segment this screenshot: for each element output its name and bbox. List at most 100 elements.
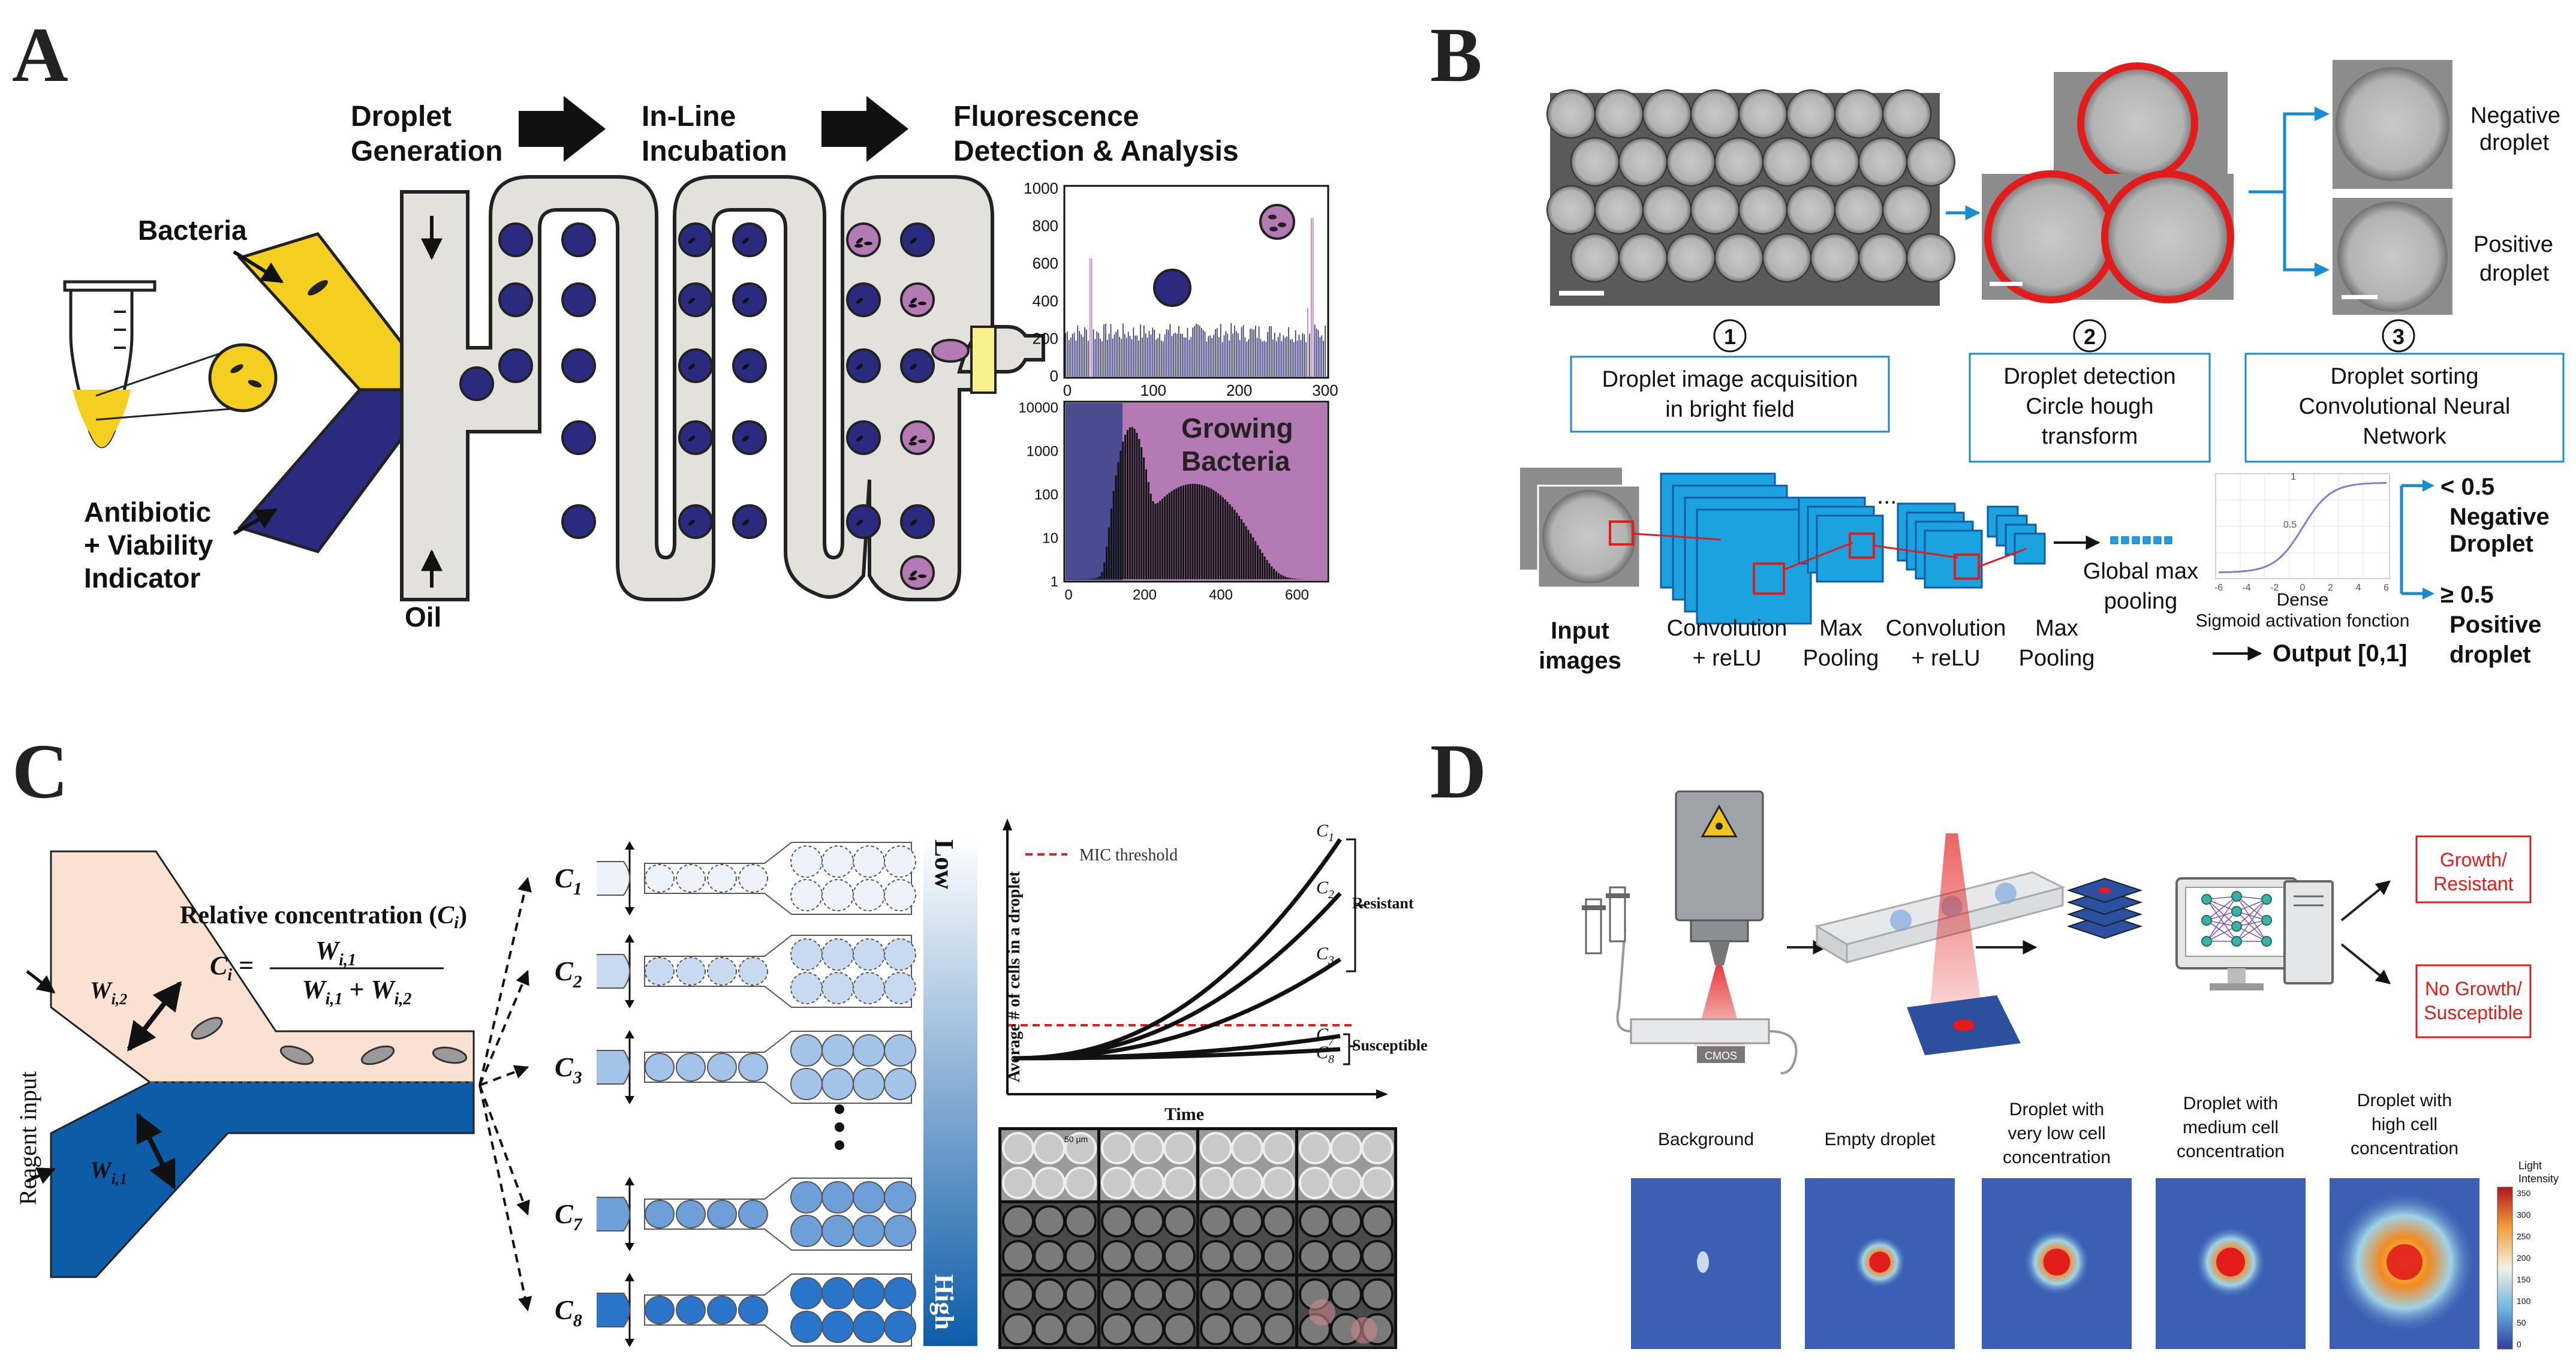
brightfield-droplet: [1738, 185, 1787, 234]
bacterium-icon: [688, 297, 696, 304]
fan-arrow: [479, 1085, 532, 1312]
histogram-bar: [1120, 450, 1122, 579]
flow-arrow-down: [625, 1243, 634, 1251]
svg-text:Relative concentration (Ci): Relative concentration (Ci): [180, 902, 467, 932]
fan-arrow: [479, 969, 529, 1086]
micrograph-droplet: [1101, 1132, 1133, 1164]
histogram-bar: [1271, 566, 1273, 579]
conv2-label-1: Convolution: [1886, 616, 2006, 641]
micrograph-droplet: [1002, 1313, 1034, 1345]
step-inline-incubation-2: Incubation: [642, 136, 787, 167]
hist-y-tick: 1000: [1027, 444, 1058, 460]
nn-edge: [2206, 926, 2237, 942]
micrograph-droplet: [1361, 1205, 1394, 1237]
histogram-bar: [1245, 526, 1247, 579]
step2-text-1: Droplet detection: [2003, 364, 2175, 389]
droplet: [459, 366, 494, 401]
step-inline-incubation-1: In-Line: [642, 101, 736, 133]
row-injection: [597, 954, 630, 989]
panel-c: C Wi,2 Wi,1 Reagent input Relative conce…: [12, 728, 1428, 1349]
sigmoid-x-tick: 6: [2384, 583, 2389, 593]
nn-node: [2201, 894, 2212, 905]
bacterium-icon: [910, 519, 917, 526]
bacterium-icon: [856, 297, 863, 304]
hist-x-tick: 400: [1209, 587, 1233, 603]
histogram-bar: [1203, 485, 1205, 579]
step1-text-1: Droplet image acquisition: [1602, 367, 1858, 392]
histogram-bar: [1170, 491, 1173, 579]
droplet: [846, 282, 881, 317]
histogram-bar: [1101, 572, 1103, 579]
histogram-bar: [1200, 484, 1203, 579]
flow-arrow-down: [625, 1000, 634, 1008]
nn-edge: [2236, 899, 2267, 927]
optical-setup-illustration: CMOS: [1582, 790, 1798, 1074]
bacterium-icon: [742, 237, 750, 244]
bacterium-icon: [688, 435, 696, 442]
formula-num: W: [315, 936, 341, 965]
channel-droplet: [884, 1311, 916, 1343]
nn-edge: [2236, 899, 2267, 942]
channel-droplet: [790, 972, 823, 1004]
row-injection: [597, 1197, 630, 1231]
formula-den-b-sub: i,2: [395, 990, 412, 1008]
channel-droplet: [821, 879, 854, 911]
bacterium-icon: [910, 237, 917, 244]
formula-eq: =: [232, 951, 254, 980]
brightfield-droplet: [1762, 233, 1811, 282]
micrograph-droplet: [1231, 1132, 1263, 1164]
channel-droplet: [821, 1215, 854, 1247]
sigmoid-x-tick: -4: [2242, 583, 2250, 593]
channel-droplet: [676, 1296, 706, 1324]
bacterium-icon: [910, 570, 917, 577]
histogram-bar: [1261, 553, 1263, 579]
histogram-bar: [1128, 427, 1131, 579]
histogram-bar: [1168, 492, 1170, 579]
histogram-bar: [1205, 486, 1208, 579]
formula-den-a-sub: i,1: [326, 990, 343, 1008]
nogrowth-susceptible-box: [2415, 964, 2532, 1038]
concentration-gradient-wedge: [923, 836, 977, 1346]
curve-label-subscript: 1: [1328, 831, 1334, 844]
negative-droplet-icon: [1153, 269, 1191, 307]
histogram-bar: [1106, 546, 1108, 579]
curve-label-symbol: C: [1316, 944, 1329, 963]
curve-label-symbol: C: [1316, 1025, 1329, 1044]
channel-droplet: [790, 1311, 823, 1343]
fan-arrow: [479, 877, 532, 1086]
output-split-arrow: [2400, 484, 2422, 595]
curve-label-symbol: C: [1316, 878, 1329, 898]
bacterium-icon: [856, 363, 863, 370]
droplet: [900, 348, 935, 383]
histogram-bar: [1284, 576, 1287, 579]
channel-droplet: [821, 845, 854, 878]
histogram-bar: [1159, 501, 1161, 579]
negative-droplet-image: [2336, 67, 2449, 181]
micrograph-droplet: [1200, 1278, 1232, 1311]
brightfield-droplet: [1714, 233, 1764, 282]
step1-box: [1570, 356, 1890, 433]
channel-droplet: [707, 864, 737, 893]
histogram-bar: [1140, 447, 1143, 579]
micrograph-droplet: [1200, 1132, 1232, 1164]
brightfield-droplet: [1858, 137, 1907, 186]
channel-droplet: [790, 1215, 823, 1247]
formula-plus: +: [342, 975, 371, 1004]
pos-output-2: droplet: [2449, 642, 2531, 668]
w1-subscript: i,1: [112, 1170, 128, 1188]
bacterium-icon: [742, 519, 750, 526]
micrograph-droplet: [1033, 1205, 1066, 1237]
histogram-bar: [1259, 549, 1261, 579]
brightfield-droplet: [1738, 89, 1787, 138]
growth-curve: [1013, 892, 1342, 1061]
droplet: [846, 222, 881, 257]
channel-droplet: [790, 1277, 823, 1309]
brightfield-droplet: [1546, 89, 1596, 138]
micrograph-droplet: [1132, 1313, 1164, 1345]
brightfield-droplet: [1882, 185, 1931, 234]
droplet: [678, 504, 713, 539]
histogram-bar: [1161, 498, 1164, 579]
brightfield-droplet: [1618, 233, 1668, 282]
micrograph-droplet: [1033, 1278, 1066, 1311]
